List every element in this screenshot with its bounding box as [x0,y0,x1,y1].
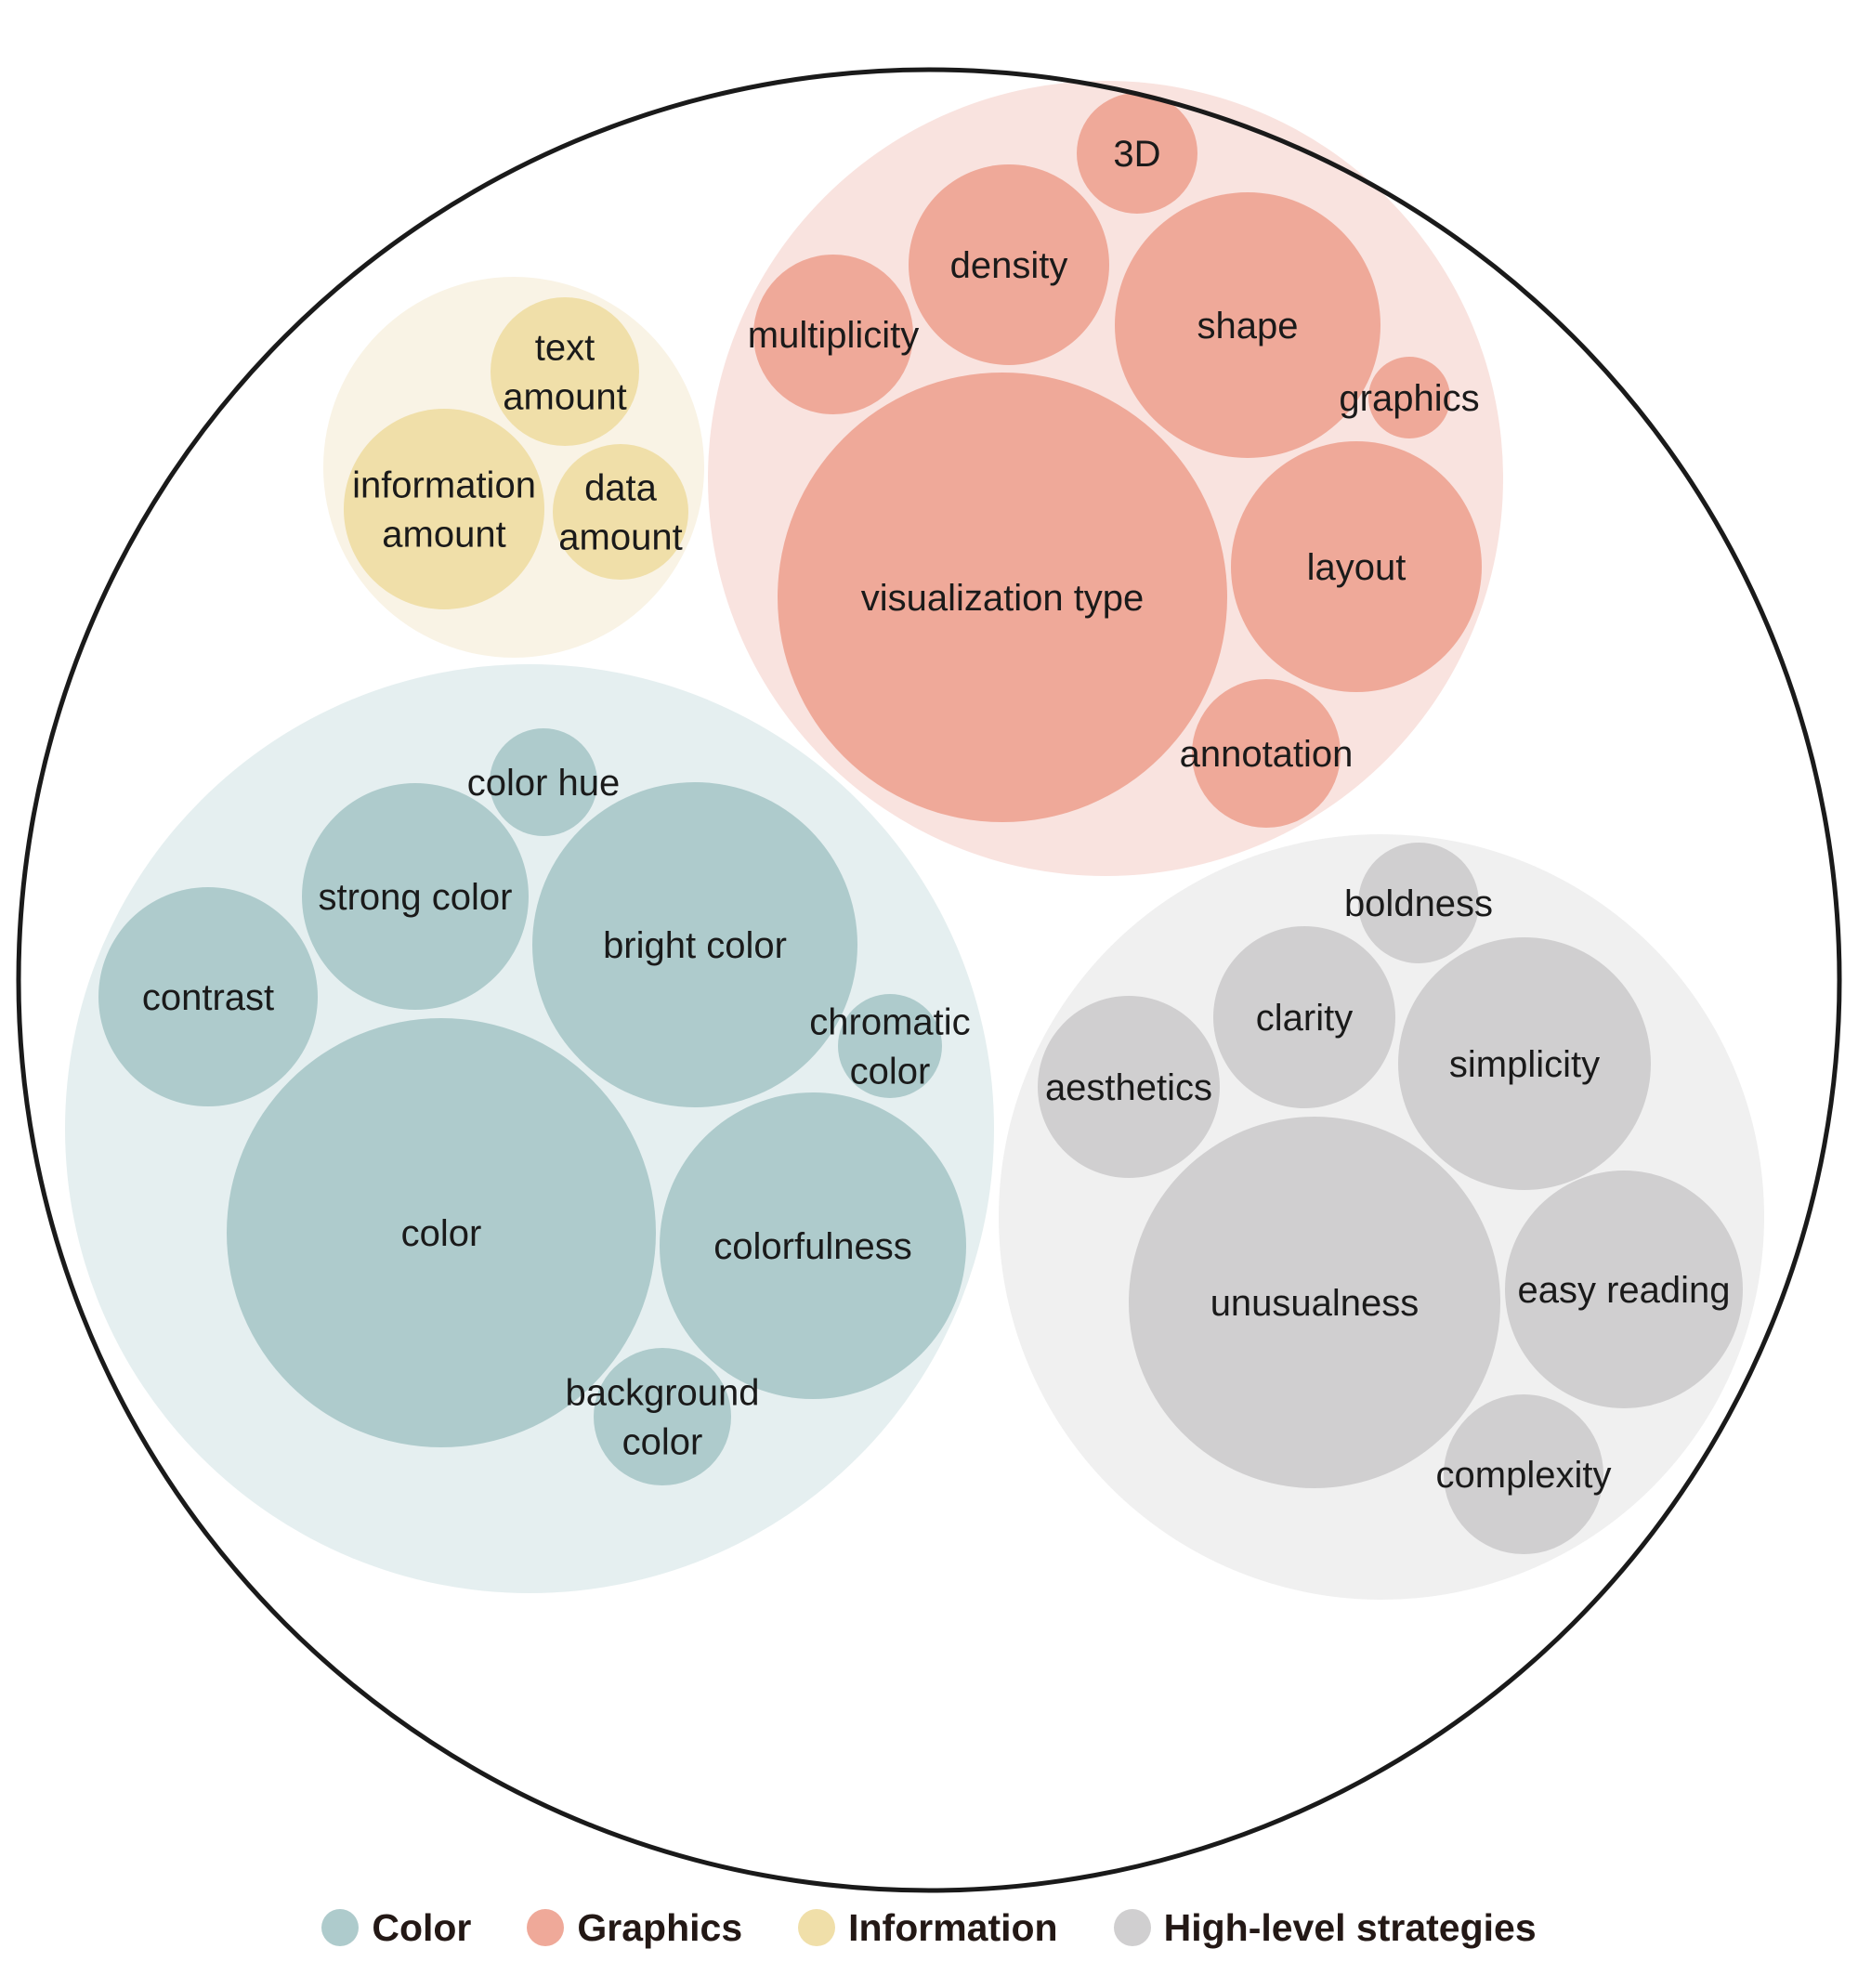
bubble-label-clarity: clarity [1256,998,1353,1039]
bubble-label-chromatic-color: chromatic color [809,1002,970,1092]
bubble-contrast [98,887,318,1106]
legend-item-information: Information [798,1905,1058,1950]
bubble-clarity [1213,926,1395,1108]
bubble-density [909,164,1109,365]
bubble-label-line: 3D [1113,134,1160,175]
bubble-label-line: amount [558,517,682,558]
bubble-label-line: boldness [1344,883,1493,924]
bubble-label-density: density [950,245,1068,286]
bubble-label-line: visualization type [861,578,1145,619]
legend-swatch-color [321,1909,360,1946]
bubble-color-hue [490,728,597,836]
bubble-easy-reading [1505,1171,1743,1408]
bubble-label-text-amount: text amount [503,328,626,418]
bubble-aesthetics [1038,996,1220,1178]
bubble-label-line: information [352,465,536,506]
bubble-label-background-color: background color [565,1373,759,1463]
bubble-label-line: color [850,1052,931,1092]
bubble-label-line: aesthetics [1045,1067,1212,1108]
bubble-label-3d: 3D [1113,134,1160,175]
bubble-visualization-type [778,373,1227,822]
bubble-label-unusualness: unusualness [1210,1283,1420,1324]
bubble-label-line: shape [1197,306,1299,347]
bubble-bright-color [532,782,857,1107]
bubble-colorfulness [660,1092,966,1399]
bubble-label-shape: shape [1197,306,1299,347]
legend-label-graphics: Graphics [577,1905,743,1949]
bubble-label-line: background [565,1373,759,1414]
bubble-multiplicity [753,255,913,414]
bubble-annotation [1192,679,1341,828]
bubble-label-line: layout [1307,547,1407,588]
bubble-unusualness [1129,1117,1500,1488]
legend-swatch-information [798,1909,836,1946]
bubble-label-line: contrast [142,977,274,1018]
bubble-label-data-amount: data amount [558,468,682,558]
legend: Color Graphics Information High-level st… [0,1895,1858,1960]
bubble-label-visualization-type: visualization type [861,578,1145,619]
bubble-label-line: annotation [1180,734,1354,775]
bubble-label-simplicity: simplicity [1449,1044,1600,1085]
bubble-label-aesthetics: aesthetics [1045,1067,1212,1108]
bubble-label-strong-color: strong color [319,877,513,918]
bubble-label-line: clarity [1256,998,1353,1039]
bubble-label-complexity: complexity [1436,1455,1612,1496]
legend-label-high-level-strategies: High-level strategies [1163,1905,1537,1949]
bubble-simplicity [1398,937,1651,1190]
bubble-label-line: multiplicity [748,315,919,356]
legend-swatch-high-level-strategies [1113,1909,1151,1946]
bubble-text-amount [491,297,639,446]
bubble-3d [1077,93,1197,214]
bubble-label-colorfulness: colorfulness [713,1226,911,1267]
bubble-label-color: color [401,1213,482,1254]
bubble-label-annotation: annotation [1180,734,1354,775]
bubble-label-graphics: graphics [1339,378,1479,419]
bubble-label-line: unusualness [1210,1283,1420,1324]
bubble-label-line: color hue [467,763,621,804]
bubble-label-line: simplicity [1449,1044,1600,1085]
bubble-label-layout: layout [1307,547,1407,588]
bubble-label-line: amount [503,377,626,418]
bubble-label-line: color [401,1213,482,1254]
bubble-label-line: color [622,1422,703,1463]
bubble-complexity [1444,1394,1603,1554]
bubble-label-line: chromatic [809,1002,970,1043]
bubble-label-contrast: contrast [142,977,274,1018]
legend-item-graphics: Graphics [527,1906,742,1950]
bubble-strong-color [302,783,529,1010]
bubble-shape [1115,192,1380,458]
legend-label-color: Color [372,1905,472,1949]
outer-circle [16,67,1842,1893]
bubble-label-easy-reading: easy reading [1517,1270,1730,1311]
bubble-label-line: complexity [1436,1455,1612,1496]
bubble-label-line: bright color [603,925,787,966]
bubble-label-line: text [535,328,595,369]
legend-item-color: Color [321,1906,471,1950]
legend-swatch-graphics [527,1909,565,1946]
bubble-label-multiplicity: multiplicity [748,315,919,356]
bubble-background-color [594,1348,731,1485]
legend-label-information: Information [848,1905,1058,1949]
bubble-chromatic-color [838,994,942,1098]
bubble-graphics [1368,357,1450,438]
bubble-label-boldness: boldness [1344,883,1493,924]
legend-item-high-level-strategies: High-level strategies [1113,1905,1537,1950]
bubble-label-line: density [950,245,1068,286]
bubble-color [227,1018,656,1447]
bubble-layout [1231,441,1482,692]
bubble-label-bright-color: bright color [603,925,787,966]
bubble-boldness [1358,843,1479,963]
bubble-information-amount [344,409,544,609]
bubble-label-line: amount [382,515,505,556]
bubble-data-amount [553,444,688,580]
bubble-label-line: data [584,468,658,509]
bubble-label-line: strong color [319,877,513,918]
bubble-label-line: easy reading [1517,1270,1730,1311]
bubble-label-line: graphics [1339,378,1479,419]
bubble-label-line: colorfulness [713,1226,911,1267]
bubble-label-information-amount: information amount [352,465,536,556]
bubble-label-color-hue: color hue [467,763,621,804]
